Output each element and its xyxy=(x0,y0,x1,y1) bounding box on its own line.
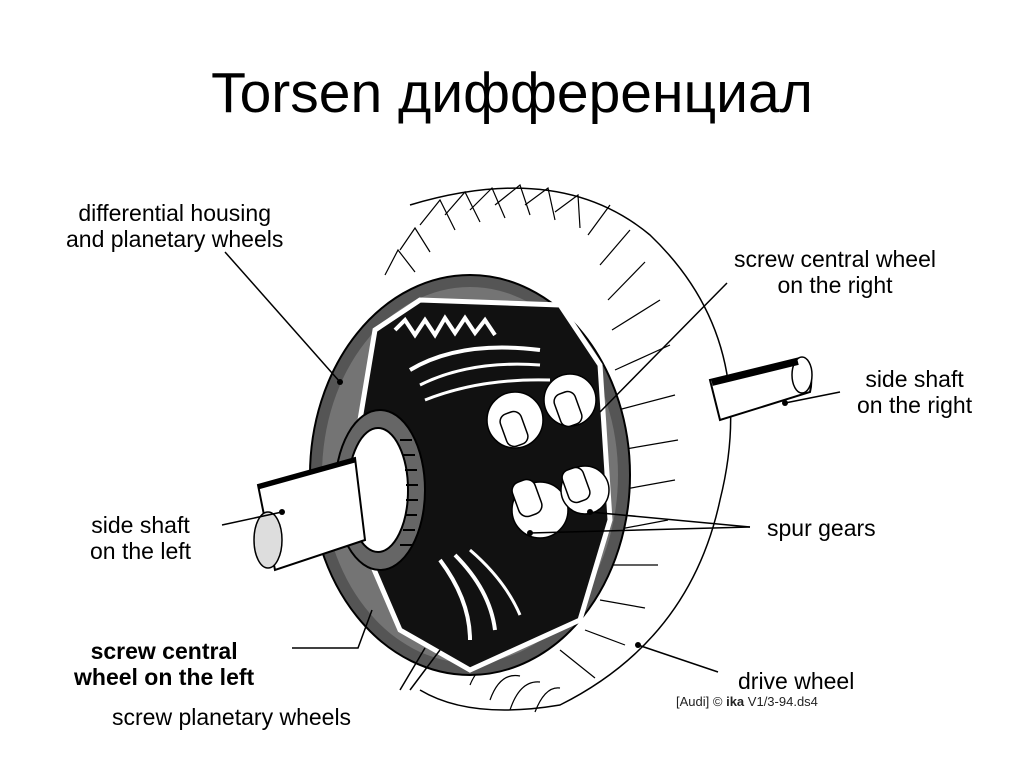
copyright-icon: © xyxy=(712,694,723,709)
label-shaft-right-line2: on the right xyxy=(857,392,973,418)
label-shaft-right-line1: side shaft xyxy=(865,366,964,392)
leader-shaft-right xyxy=(784,391,841,404)
label-side-shaft-left: side shaft on the left xyxy=(90,512,191,564)
label-differential-housing: differential housing and planetary wheel… xyxy=(66,200,283,252)
leader-screw-left xyxy=(292,609,373,649)
label-screw-right-line2: on the right xyxy=(777,272,893,298)
image-credit: [Audi] © ika V1/3-94.ds4 xyxy=(676,694,818,709)
label-screw-central-wheel-left: screw central wheel on the left xyxy=(74,638,254,690)
planetary-gears xyxy=(393,314,610,641)
leader-screw-right xyxy=(599,282,728,413)
label-drive-wheel: drive wheel xyxy=(738,668,855,694)
label-side-shaft-right: side shaft on the right xyxy=(857,366,972,418)
leader-spur-1 xyxy=(589,511,751,528)
credit-version: V1/3-94.ds4 xyxy=(747,694,818,709)
label-shaft-left-line2: on the left xyxy=(90,538,192,564)
leader-shaft-left xyxy=(221,511,283,526)
right-side-shaft xyxy=(708,356,813,422)
leader-drive-wheel xyxy=(637,644,719,673)
label-screw-planetary-wheels: screw planetary wheels xyxy=(112,704,352,730)
label-screw-right-line1: screw central wheel xyxy=(734,246,936,272)
leader-lines xyxy=(221,251,841,691)
label-screw-central-wheel-right: screw central wheel on the right xyxy=(734,246,936,298)
credit-source: [Audi] xyxy=(676,694,710,709)
label-screw-left-line1: screw central xyxy=(90,638,238,664)
leader-planetary-1 xyxy=(399,647,426,691)
credit-author: ika xyxy=(726,694,745,709)
label-screw-left-line2: wheel on the left xyxy=(74,664,255,690)
label-housing-line1: differential housing xyxy=(78,200,272,226)
label-housing-line2: and planetary wheels xyxy=(66,226,284,252)
leader-housing xyxy=(224,251,341,383)
label-shaft-left-line1: side shaft xyxy=(91,512,190,538)
left-side-shaft xyxy=(253,456,367,572)
slide-title: Torsen дифференциал xyxy=(211,61,813,125)
leader-spur-2 xyxy=(529,526,751,534)
label-spur-gears: spur gears xyxy=(767,515,876,541)
leader-planetary-2 xyxy=(409,649,441,691)
